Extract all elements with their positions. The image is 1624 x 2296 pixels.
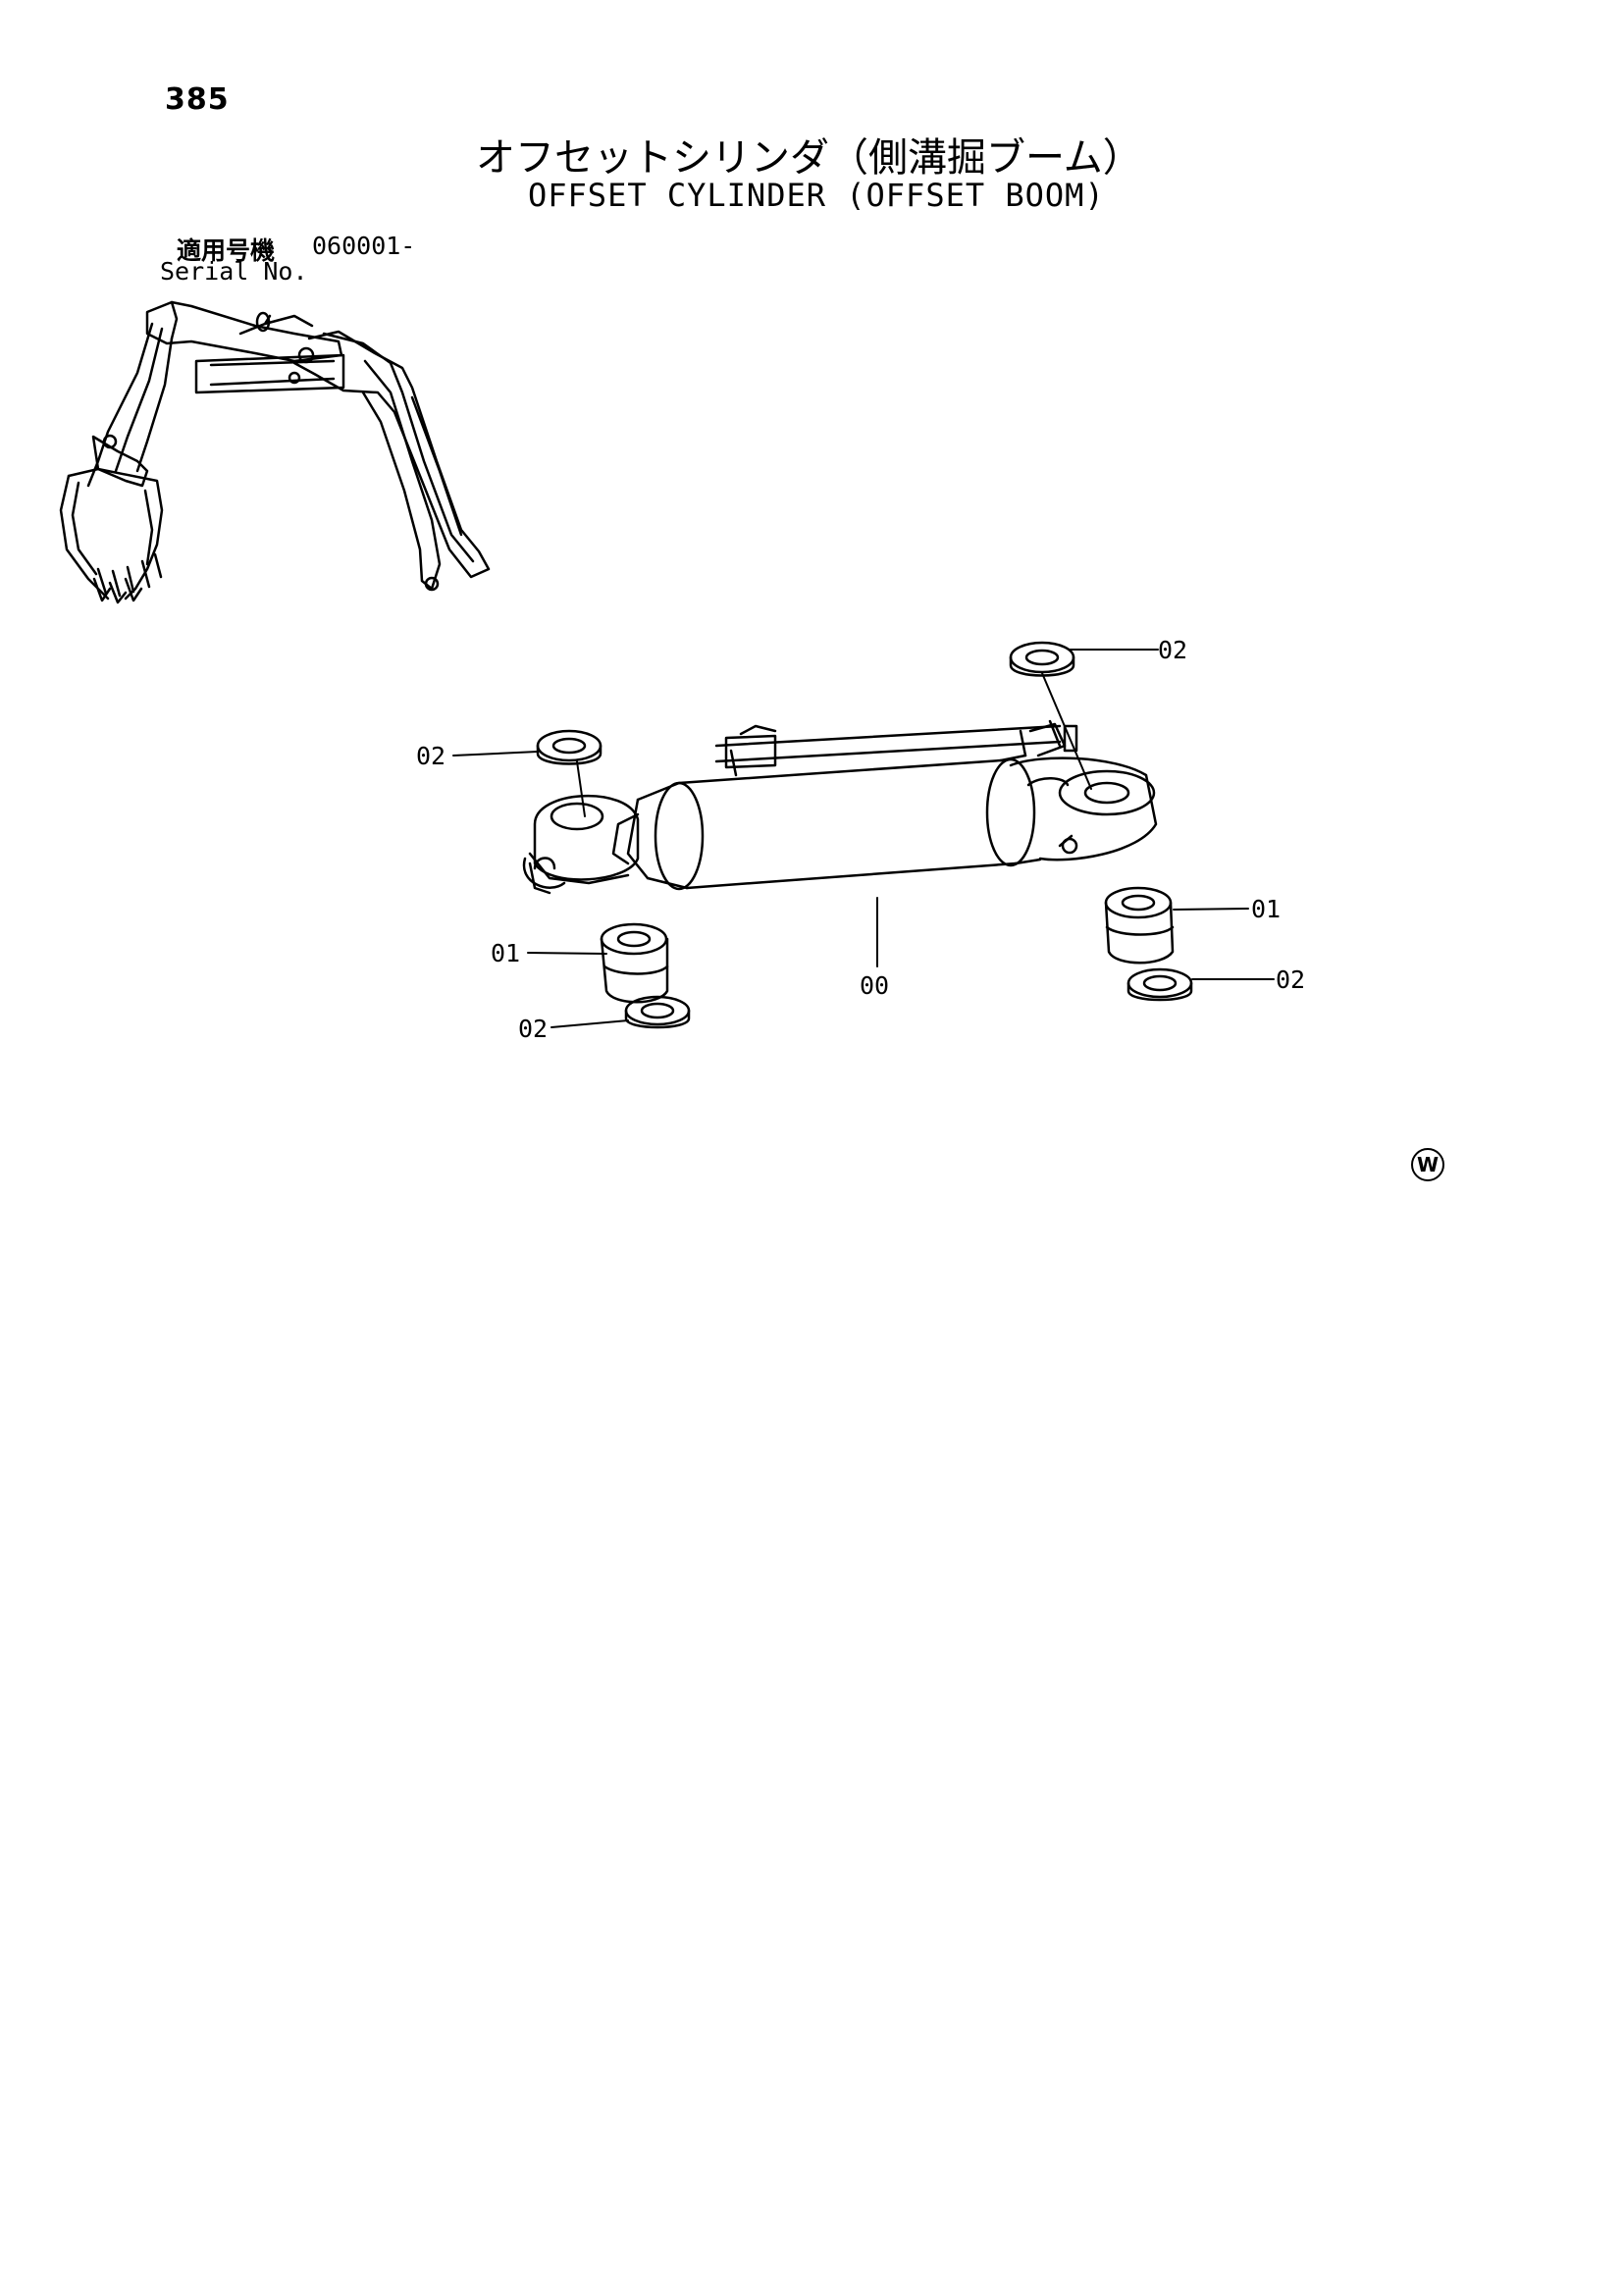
- callout-01-right: 01: [1251, 895, 1282, 923]
- washer-bottom-right: [1126, 967, 1193, 1002]
- callout-02-bottom-right: 02: [1276, 965, 1306, 994]
- serial-label-english: Serial No.: [160, 257, 308, 286]
- bushing-left: [600, 922, 669, 1004]
- title-english: OFFSET CYLINDER (OFFSET BOOM): [528, 177, 1105, 214]
- w-circle-mark: W: [1411, 1148, 1444, 1181]
- callout-00: 00: [860, 971, 890, 1000]
- washer-top-left: [536, 729, 602, 765]
- callout-02-bottom-left: 02: [518, 1015, 549, 1043]
- offset-cylinder-assembly: [522, 719, 1158, 895]
- serial-label-japanese: 適用号機: [177, 236, 276, 265]
- serial-number-value: 060001-: [312, 232, 416, 260]
- callout-leader-lines: [452, 649, 1275, 1028]
- washer-bottom-left: [624, 995, 691, 1029]
- title-japanese: オフセットシリンダ（側溝掘ブーム）: [476, 135, 1142, 181]
- washer-top-right: [1009, 641, 1075, 677]
- callout-02-top-left: 02: [416, 742, 446, 770]
- bushing-right: [1104, 886, 1175, 965]
- callout-01-left: 01: [491, 939, 521, 967]
- page-number: 385: [165, 82, 230, 117]
- excavator-arm-illustration: [59, 300, 491, 604]
- callout-02-top-right: 02: [1158, 636, 1188, 664]
